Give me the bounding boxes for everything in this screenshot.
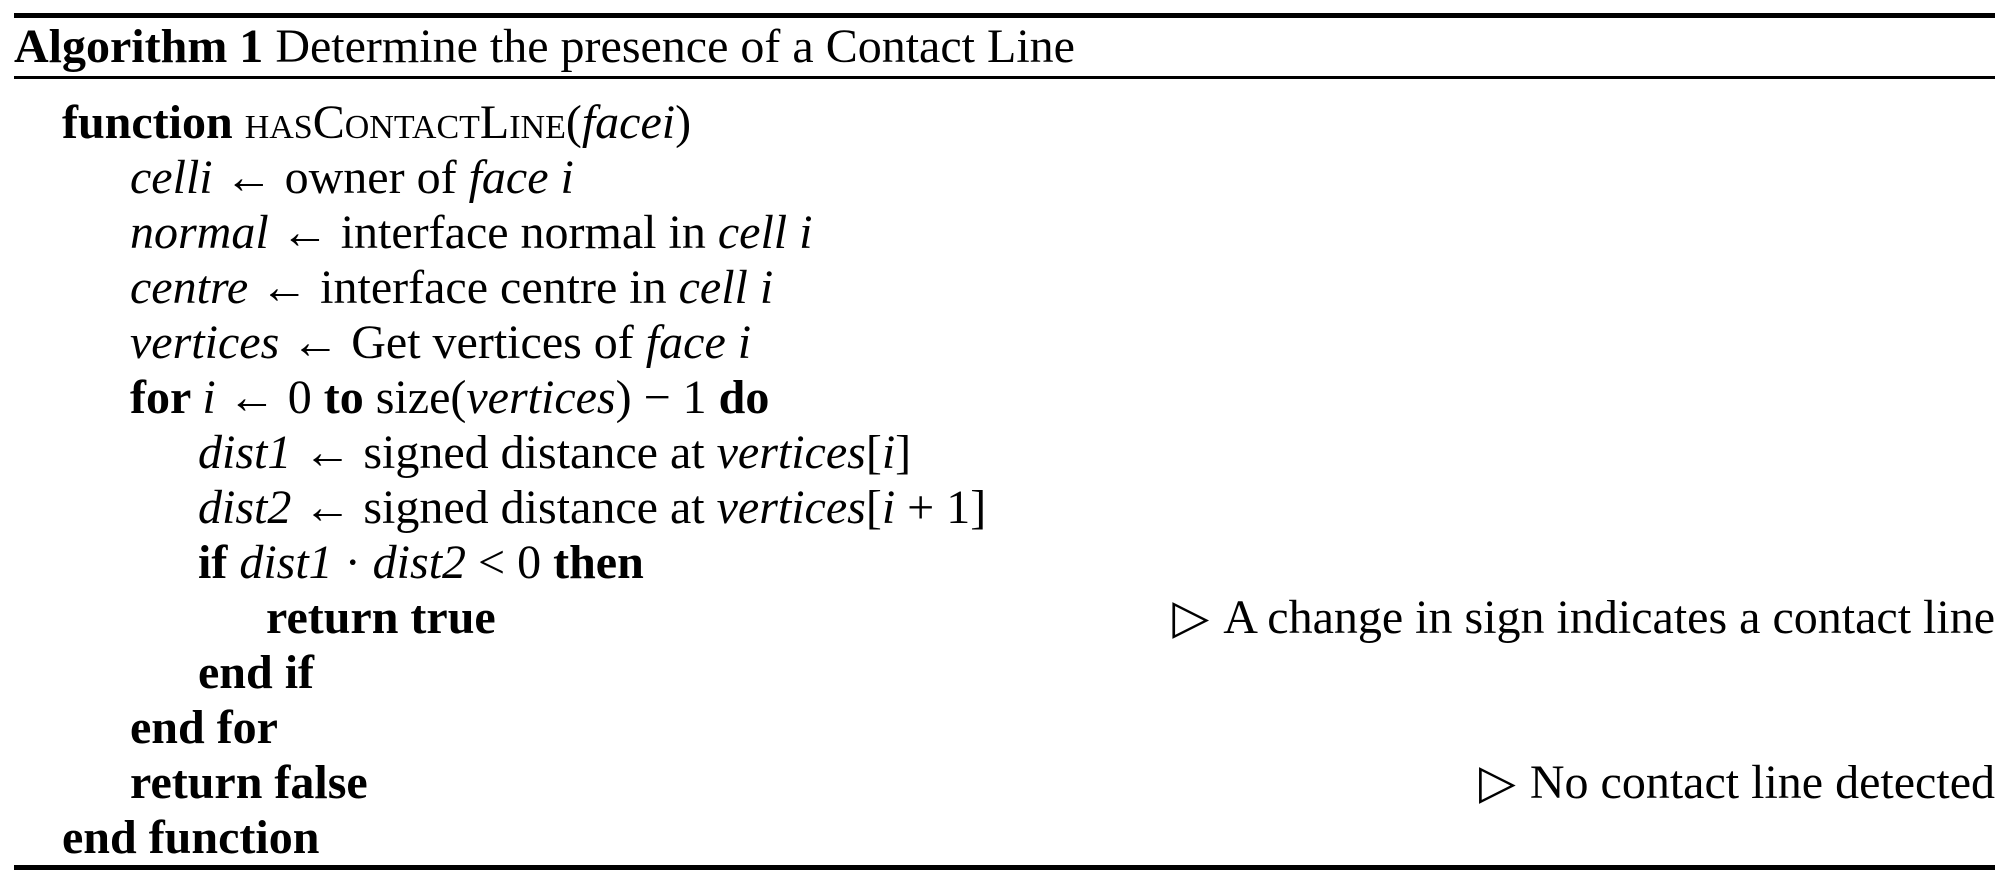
code-text: normal ← interface normal in cell i [130,205,812,260]
algorithm-header: Algorithm 1 Determine the presence of a … [14,18,1995,76]
code-segment-plain: ) − 1 [615,371,719,424]
code-text: vertices ← Get vertices of face i [130,315,751,370]
code-segment-var: centre [130,261,249,314]
code-segment-var: cell i [678,261,774,314]
code-segment-kw: end for [130,701,278,754]
code-text: end for [130,700,278,755]
code-text: celli ← owner of face i [130,150,574,205]
code-segment-var: normal [130,206,269,259]
code-line: end function [14,810,1995,865]
code-segment-kw: to [323,371,364,424]
code-segment-kw: return true [266,591,496,644]
header-separator [263,20,275,73]
code-segment-kw: return false [130,756,368,809]
code-text: end if [198,645,314,700]
code-line: dist1 ← signed distance at vertices[i] [14,425,1995,480]
code-segment-sc: hasContactLine [244,96,566,149]
code-segment-plain: < 0 [466,536,554,589]
code-segment-var: dist1 [239,536,333,589]
code-line: normal ← interface normal in cell i [14,205,1995,260]
code-segment-kw: then [553,536,644,589]
code-segment-var: i [881,481,896,534]
code-segment-plain: ) [675,96,692,149]
code-segment-var: i [202,371,216,424]
code-text: centre ← interface centre in cell i [130,260,773,315]
code-line: dist2 ← signed distance at vertices[i + … [14,480,1995,535]
code-segment-plain: ( [565,96,582,149]
bottom-rule [14,865,1995,870]
code-segment-kw: for [130,371,203,424]
code-segment-plain: ← signed distance at [291,426,717,479]
code-text: if dist1 · dist2 < 0 then [198,535,644,590]
comment-marker-icon: ▷ [1172,591,1210,644]
code-segment-kw: end function [62,811,320,864]
code-text: return true [266,590,496,645]
code-line: for i ← 0 to size(vertices) − 1 do [14,370,1995,425]
code-text: for i ← 0 to size(vertices) − 1 do [130,370,769,425]
code-segment-plain: size( [363,371,467,424]
code-segment-plain: ← interface normal in [268,206,718,259]
code-segment-var: vertices [130,316,280,369]
code-segment-plain: ← Get vertices of [279,316,646,369]
algorithm-label: Algorithm 1 [14,20,264,73]
code-segment-var: dist2 [372,536,467,589]
code-text: return false [130,755,368,810]
code-text: dist2 ← signed distance at vertices[i + … [198,480,986,535]
code-segment-var: cell i [717,206,813,259]
comment-text: A change in sign indicates a contact lin… [1223,591,1995,644]
code-segment-kw: do [718,371,770,424]
code-text: end function [62,810,319,865]
code-segment-plain: ← signed distance at [291,481,717,534]
code-segment-var: vertices [466,371,616,424]
top-rule [14,13,1995,18]
code-segment-var: face i [468,151,574,204]
code-segment-kw: function [62,96,245,149]
code-line: return true ▷A change in sign indicates a… [14,590,1995,645]
code-segment-var: vertices [716,481,866,534]
code-segment-var: celli [130,151,213,204]
code-segment-kw: end if [198,646,315,699]
comment-text: No contact line detected [1529,756,1995,809]
code-segment-plain: [ [865,481,882,534]
comment-marker-icon: ▷ [1478,756,1516,809]
code-segment-plain: [ [865,426,882,479]
code-segment-var: facei [581,96,676,149]
code-line: vertices ← Get vertices of face i [14,315,1995,370]
code-segment-plain: + 1] [895,481,987,534]
code-line: centre ← interface centre in cell i [14,260,1995,315]
header-rule [14,76,1995,79]
code-text: dist1 ← signed distance at vertices[i] [198,425,911,480]
code-segment-plain: ← owner of [212,151,469,204]
code-segment-plain: · [332,536,373,589]
code-line: end for [14,700,1995,755]
code-line: return false ▷No contact line detected [14,755,1995,810]
code-text: function hasContactLine(facei) [62,95,691,150]
line-comment: ▷A change in sign indicates a contact li… [1172,590,1995,645]
code-line: end if [14,645,1995,700]
code-line: function hasContactLine(facei) [14,95,1995,150]
code-segment-plain: ← interface centre in [248,261,679,314]
code-line: if dist1 · dist2 < 0 then [14,535,1995,590]
algorithm-block: Algorithm 1 Determine the presence of a … [14,13,1995,870]
algorithm-title: Determine the presence of a Contact Line [275,20,1075,73]
code-segment-plain: ← 0 [215,371,324,424]
code-line: celli ← owner of face i [14,150,1995,205]
code-segment-var: vertices [716,426,866,479]
line-comment: ▷No contact line detected [1479,755,1995,810]
code-segment-var: dist1 [198,426,292,479]
code-segment-var: face i [645,316,752,369]
code-segment-var: dist2 [198,481,292,534]
code-segment-kw: if [198,536,240,589]
code-segment-var: i [881,426,896,479]
code-segment-plain: ] [895,426,912,479]
algorithm-body: function hasContactLine(facei)celli ← ow… [14,79,1995,865]
